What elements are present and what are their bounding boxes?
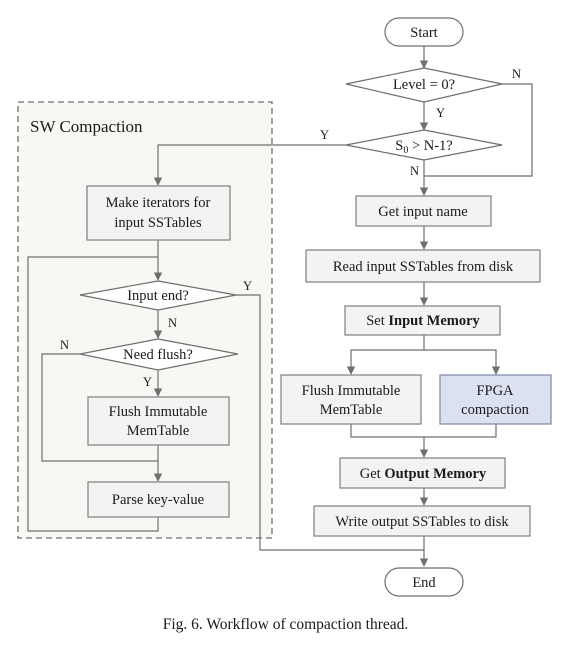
sw-compaction-title: SW Compaction (30, 117, 143, 136)
get-input-name-box: Get input name (355, 195, 492, 227)
need-flush-label: Need flush? (123, 347, 193, 363)
compaction-flowchart: SW Compaction Start Level = 0? (17, 17, 552, 597)
read-input-label: Read input SSTables from disk (333, 259, 514, 275)
connector-s0-yes (153, 144, 346, 186)
s0-no-label: N (410, 164, 419, 178)
connector-setinput-split (346, 335, 425, 375)
flush-right-line2: MemTable (320, 402, 383, 418)
get-output-memory-box: Get Output Memory (339, 457, 506, 489)
set-input-memory-label: Set Input Memory (366, 313, 480, 329)
get-output-memory-label: Get Output Memory (360, 466, 487, 482)
input-end-no-label: N (168, 316, 177, 330)
flush-left-line1: Flush Immutable (109, 404, 208, 420)
need-flush-no-label: N (60, 338, 69, 352)
input-end-yes-label: Y (243, 279, 252, 293)
level-decision: Level = 0? (345, 67, 503, 103)
flush-right-line1: Flush Immutable (302, 383, 401, 399)
connector-level-no (424, 83, 533, 177)
need-flush-decision: Need flush? (79, 338, 239, 371)
connector-setinput-split-right (424, 349, 501, 375)
end-label: End (412, 575, 436, 591)
fpga-compaction-box: FPGA compaction (439, 374, 552, 425)
figure-caption: Fig. 6. Workflow of compaction thread. (162, 616, 409, 633)
write-output-box: Write output SSTables to disk (313, 505, 531, 537)
write-output-label: Write output SSTables to disk (335, 514, 509, 530)
parse-key-value-label: Parse key-value (112, 492, 204, 508)
input-end-decision: Input end? (79, 280, 237, 311)
flush-immutable-right-box: Flush Immutable MemTable (280, 374, 422, 425)
connector-inputend-yes (236, 294, 424, 551)
connector-join (350, 424, 497, 438)
flush-left-line2: MemTable (127, 423, 190, 439)
fpga-line2: compaction (461, 402, 529, 418)
level-yes-label: Y (436, 106, 445, 120)
make-iterators-box: Make iterators for input SSTables (86, 185, 231, 241)
connector-parse-loop-back (27, 256, 159, 532)
start-label: Start (410, 25, 437, 41)
sw-compaction-region (17, 101, 273, 539)
make-iterators-line1: Make iterators for (106, 195, 211, 211)
start-terminal: Start (384, 17, 464, 47)
fpga-line1: FPGA (476, 383, 514, 399)
level-no-label: N (512, 67, 521, 81)
level-decision-label: Level = 0? (393, 77, 455, 93)
set-input-memory-box: Set Input Memory (344, 305, 501, 336)
make-iterators-line2: input SSTables (114, 215, 202, 231)
need-flush-yes-label: Y (143, 375, 152, 389)
end-terminal: End (384, 567, 464, 597)
flush-immutable-left-box: Flush Immutable MemTable (87, 396, 230, 446)
input-end-label: Input end? (127, 288, 189, 304)
connector-needflush-no (41, 353, 158, 462)
s0-decision-label: S0 > N-1? (395, 138, 453, 156)
read-input-box: Read input SSTables from disk (305, 249, 541, 283)
get-input-name-label: Get input name (378, 204, 467, 220)
parse-key-value-box: Parse key-value (87, 481, 230, 518)
s0-decision: S0 > N-1? (345, 129, 503, 161)
s0-yes-label: Y (320, 128, 329, 142)
